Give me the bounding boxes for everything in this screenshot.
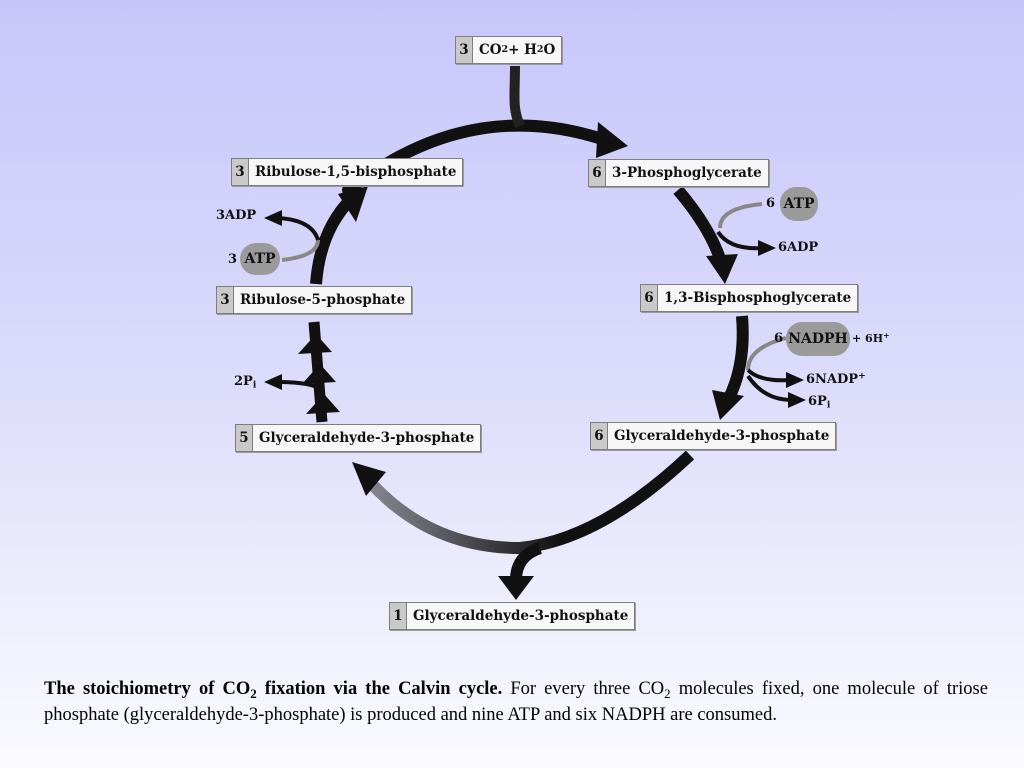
co2-input-arrow [509, 65, 525, 129]
nadph-right-coefficient: 6 [774, 331, 784, 346]
arrowhead-bpg [706, 254, 738, 284]
pi-right-head [788, 392, 806, 408]
coefficient: 6 [641, 285, 658, 311]
label: Ribulose-5-phosphate [240, 292, 406, 308]
box-1-3-bisphosphoglycerate: 6 1,3-Bisphosphoglycerate [640, 284, 859, 312]
arrowhead-left-3 [298, 334, 332, 354]
atp-in-left [281, 239, 320, 262]
nadp-right-head [786, 372, 804, 388]
label: Glyceraldehyde-3-phosphate [413, 608, 629, 624]
box-3-phosphoglycerate: 6 3-Phosphoglycerate [588, 159, 769, 187]
adp-left-head [264, 210, 282, 226]
arrowhead-gap5 [352, 462, 386, 496]
pi-left-head [264, 374, 282, 390]
box-glyceraldehyde-3-phosphate-5: 5 Glyceraldehyde-3-phosphate [235, 424, 482, 452]
box-ribulose-5-phosphate: 3 Ribulose-5-phosphate [216, 286, 413, 314]
nadp-out-right [746, 368, 791, 383]
arc-ru5p-to-rubp [310, 193, 357, 285]
label: 3-Phosphoglycerate [612, 165, 762, 181]
atp-right-pill: ATP [780, 187, 818, 221]
pi-right-label: 6Pi [808, 394, 831, 411]
arc-bpg-to-gap6 [722, 315, 749, 403]
nadph-right-label: NADPH [788, 331, 848, 347]
arrowhead-left-1 [306, 394, 340, 414]
coefficient: 3 [232, 159, 249, 185]
coefficient: 3 [217, 287, 234, 313]
coefficient: 5 [236, 425, 253, 451]
atp-left-label: ATP [244, 251, 276, 267]
adp-right-label: 6ADP [778, 240, 819, 255]
figure-caption: The stoichiometry of CO2 fixation via th… [44, 676, 988, 728]
adp-out-left [277, 216, 320, 241]
atp-left-coefficient: 3 [228, 252, 238, 267]
arrowhead-rubp [338, 186, 368, 222]
atp-in-right [718, 202, 763, 229]
caption-title: The stoichiometry of CO2 fixation via th… [44, 679, 503, 701]
box-ribulose-bisphosphate: 3 Ribulose-1,5-bisphosphate [231, 158, 464, 186]
coefficient: 6 [589, 160, 606, 186]
label: Glyceraldehyde-3-phosphate [614, 428, 830, 444]
nadph-right-extra: + 6H+ [852, 331, 890, 345]
nadph-right-pill: NADPH [786, 322, 850, 356]
arrowhead-output [498, 576, 534, 600]
pi-out-left [277, 380, 324, 392]
caption-body: For every three CO2 molecules fixed, one… [44, 679, 988, 725]
adp-out-right [716, 230, 763, 251]
nadp-right-label: 6NADP+ [806, 370, 866, 387]
label: 1,3-Bisphosphoglycerate [664, 290, 852, 306]
arc-bottom [365, 450, 695, 555]
atp-left-pill: ATP [240, 243, 280, 275]
pi-out-right [746, 374, 793, 402]
box-glyceraldehyde-3-phosphate-output: 1 Glyceraldehyde-3-phosphate [389, 602, 636, 630]
arrowhead-gap6 [712, 390, 744, 420]
arrowhead-left-2 [302, 364, 336, 384]
pi-left-label: 2Pi [234, 374, 257, 391]
atp-right-coefficient: 6 [766, 196, 776, 211]
input-coefficient: 3 [456, 37, 473, 63]
arrowhead-pga [596, 122, 628, 158]
nadph-in-right [746, 336, 787, 371]
adp-left-label: 3ADP [216, 208, 257, 223]
coefficient: 6 [591, 423, 608, 449]
box-glyceraldehyde-3-phosphate-6: 6 Glyceraldehyde-3-phosphate [590, 422, 837, 450]
adp-right-head [758, 240, 776, 256]
coefficient: 1 [390, 603, 407, 629]
label: Glyceraldehyde-3-phosphate [259, 430, 475, 446]
atp-right-label: ATP [783, 196, 815, 212]
arc-pga-to-bpg [673, 186, 728, 267]
label: Ribulose-1,5-bisphosphate [255, 164, 457, 180]
